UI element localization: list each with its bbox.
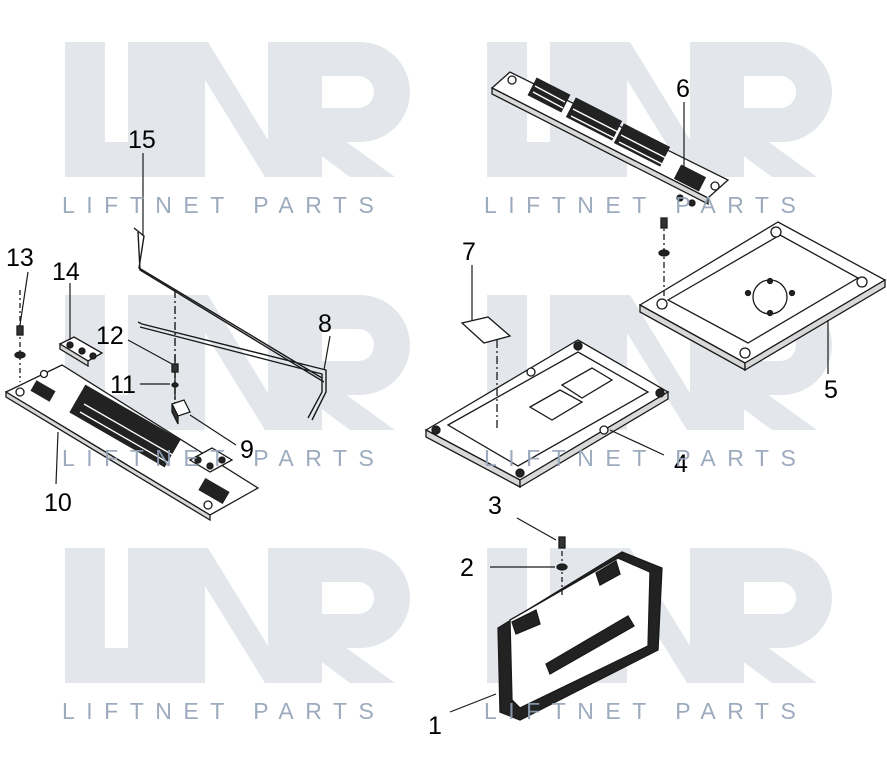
callout-14: 14 — [52, 258, 80, 286]
part-5-mounting-plate — [638, 217, 887, 372]
part-13-screw — [14, 290, 26, 382]
callout-6: 6 — [676, 75, 690, 103]
callout-3: 3 — [488, 492, 502, 520]
part-10-base-panel — [4, 364, 260, 522]
callout-15: 15 — [128, 126, 156, 154]
part-9-clip — [171, 399, 191, 425]
part-11-12-fasteners — [171, 355, 179, 400]
callout-12: 12 — [96, 322, 124, 350]
callout-4: 4 — [674, 450, 688, 478]
part-4-frame — [424, 339, 670, 489]
watermark-text-top-right: LIFTNET PARTS — [484, 192, 808, 218]
watermark-text-mid-right: LIFTNET PARTS — [484, 445, 808, 471]
watermark-text-bottom-left: LIFTNET PARTS — [62, 698, 386, 724]
watermark-logos — [65, 42, 832, 683]
watermark-text-bottom-right: LIFTNET PARTS — [484, 698, 808, 724]
callout-5: 5 — [824, 376, 838, 404]
callout-7: 7 — [462, 238, 476, 266]
part-7-label — [460, 316, 512, 428]
watermark-logo-bottom-left — [65, 548, 410, 683]
part-1-cover — [497, 536, 663, 721]
leader-lines — [19, 102, 829, 713]
callout-9: 9 — [240, 436, 254, 464]
callout-8: 8 — [318, 310, 332, 338]
part-6-top-panel — [490, 71, 730, 207]
callout-13: 13 — [6, 244, 34, 272]
part-8-rod — [137, 321, 327, 421]
callout-1: 1 — [428, 712, 442, 740]
watermark-logo-top-left — [65, 42, 410, 177]
watermark-text-top-left: LIFTNET PARTS — [62, 192, 386, 218]
callout-numbers: 15 13 14 12 11 8 9 10 6 7 5 4 3 2 1 — [6, 75, 838, 740]
callout-11: 11 — [110, 371, 136, 399]
watermark-logo-top-right — [487, 42, 832, 177]
watermark-text-mid-left: LIFTNET PARTS — [62, 445, 386, 471]
callout-2: 2 — [460, 554, 474, 582]
part-14-bracket — [58, 336, 104, 368]
callout-10: 10 — [44, 489, 72, 517]
